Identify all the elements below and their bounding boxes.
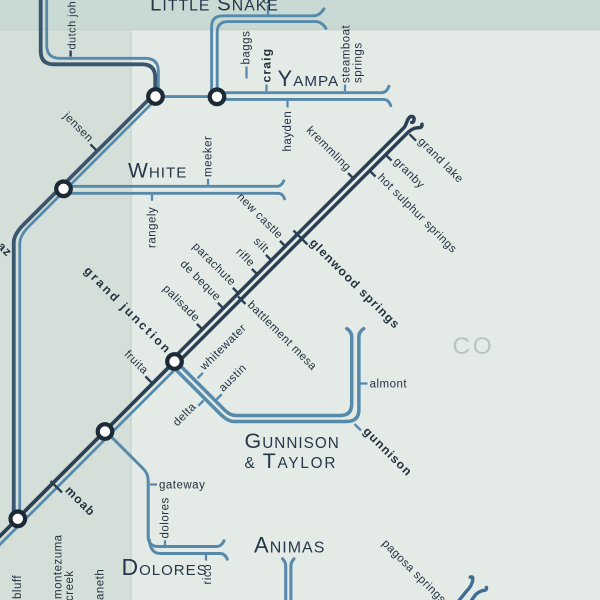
svg-text:steamboat: steamboat [341, 24, 353, 83]
svg-text:gateway: gateway [159, 479, 205, 491]
svg-text:WHITE: WHITE [128, 159, 187, 182]
svg-text:o: o [263, 0, 270, 7]
svg-text:GUNNISON: GUNNISON [245, 429, 340, 453]
svg-text:bluff: bluff [12, 575, 24, 599]
svg-text:springs: springs [353, 42, 365, 83]
svg-text:DOLORES: DOLORES [122, 554, 208, 580]
svg-text:creek: creek [64, 570, 76, 600]
svg-text:LITTLE SNAKE: LITTLE SNAKE [150, 0, 279, 16]
svg-text:dolores: dolores [160, 497, 172, 538]
svg-text:CO: CO [453, 333, 495, 360]
svg-text:ANIMAS: ANIMAS [254, 532, 325, 557]
svg-text:aneth: aneth [95, 569, 107, 600]
svg-text:rangely: rangely [147, 207, 159, 248]
svg-text:YAMPA: YAMPA [278, 66, 340, 91]
svg-text:craig: craig [260, 48, 274, 83]
svg-text:rico: rico [202, 564, 214, 585]
svg-text:almont: almont [370, 378, 408, 390]
svg-text:hayden: hayden [282, 111, 294, 152]
svg-text:& TAYLOR: & TAYLOR [245, 449, 338, 473]
svg-text:meeker: meeker [203, 136, 215, 177]
svg-text:baggs: baggs [241, 31, 253, 65]
svg-text:montezuma: montezuma [53, 534, 65, 599]
svg-text:dutch john: dutch john [67, 0, 79, 50]
